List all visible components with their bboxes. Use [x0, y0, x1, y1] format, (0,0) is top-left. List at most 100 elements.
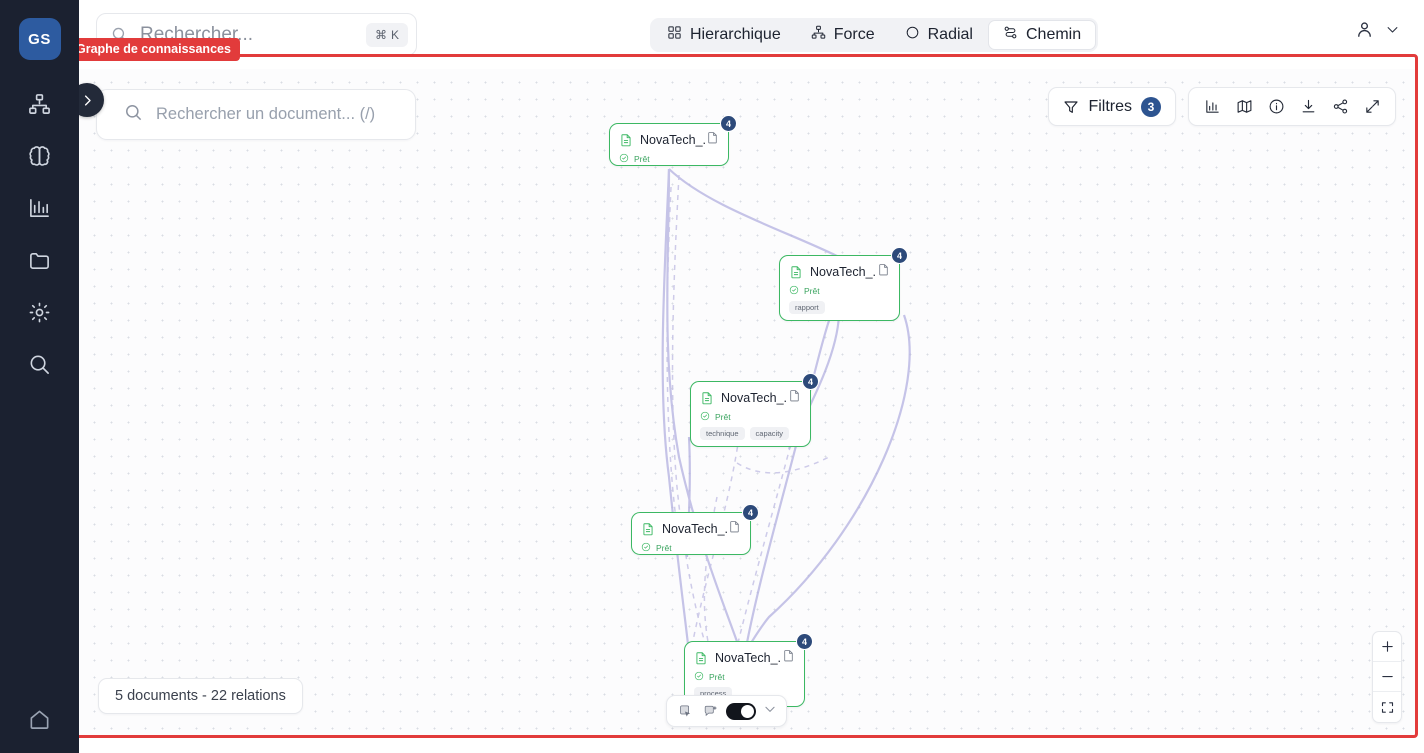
node-header: NovaTech_... [685, 642, 804, 669]
node-status: Prêt [632, 540, 750, 554]
circle-icon [905, 25, 920, 45]
node-relation-count-badge: 4 [802, 373, 819, 390]
node-status: Prêt [610, 151, 728, 165]
document-type-icon [728, 520, 741, 538]
expand-icon[interactable] [1359, 94, 1385, 120]
check-circle-icon [641, 542, 651, 554]
node-relation-count-badge: 4 [742, 504, 759, 521]
node-status-label: Prêt [709, 672, 725, 682]
node-status-label: Prêt [634, 154, 650, 164]
node-relation-count-badge: 4 [796, 633, 813, 650]
filters-count-badge: 3 [1141, 96, 1161, 117]
tab-chemin[interactable]: Chemin [987, 20, 1097, 50]
zoom-controls [1372, 631, 1402, 723]
sidebar-item-brain[interactable] [20, 138, 60, 174]
search-shortcut-badge: ⌘K [365, 22, 408, 47]
graph-edges [661, 168, 911, 656]
highlight-tooltip: Graphe de connaissances [67, 38, 240, 61]
document-icon [694, 651, 708, 665]
node-tag: rapport [789, 301, 825, 314]
node-title: NovaTech_... [640, 133, 706, 147]
document-search-input[interactable]: Rechercher un document... (/) [96, 89, 416, 140]
sidebar-item-search[interactable] [20, 346, 60, 382]
check-circle-icon [619, 153, 629, 165]
document-type-icon [782, 649, 795, 667]
document-icon [641, 522, 655, 536]
zoom-out-button[interactable] [1373, 662, 1401, 692]
node-title: NovaTech_... [810, 265, 877, 279]
share-icon[interactable] [1327, 94, 1353, 120]
download-icon[interactable] [1295, 94, 1321, 120]
tab-force[interactable]: Force [796, 20, 890, 50]
filters-label: Filtres [1088, 97, 1132, 115]
force-icon [811, 25, 826, 45]
tab-hierarchique-label: Hierarchique [690, 26, 781, 43]
sidebar-item-home[interactable] [20, 701, 60, 737]
search-icon [124, 103, 143, 127]
check-circle-icon [789, 285, 799, 297]
select-cursor-icon[interactable] [676, 702, 694, 720]
node-relation-count-badge: 4 [720, 115, 737, 132]
info-icon[interactable] [1263, 94, 1289, 120]
filters-button[interactable]: Filtres 3 [1048, 87, 1176, 126]
bar-chart-icon[interactable] [1199, 94, 1225, 120]
document-type-icon [788, 389, 801, 407]
document-icon [789, 265, 803, 279]
zoom-in-button[interactable] [1373, 632, 1401, 662]
node-status-label: Prêt [715, 412, 731, 422]
shortcut-key: K [390, 27, 399, 42]
graph-toolbar: Filtres 3 [1048, 87, 1396, 126]
node-status-label: Prêt [804, 286, 820, 296]
app-logo[interactable]: GS [18, 18, 61, 60]
node-title: NovaTech_... [662, 522, 728, 536]
document-search-placeholder: Rechercher un document... (/) [156, 105, 376, 123]
canvas-mini-toolbar [666, 695, 787, 727]
sidebar-item-documents[interactable] [20, 242, 60, 278]
node-relation-count-badge: 4 [891, 247, 908, 264]
node-status: Prêt [685, 669, 804, 683]
grid-icon [667, 25, 682, 45]
chevron-down-icon [1385, 22, 1400, 42]
chevron-down-icon[interactable] [763, 702, 777, 721]
graph-tool-icons [1188, 87, 1396, 126]
node-header: NovaTech_... [691, 382, 810, 409]
user-menu[interactable] [1355, 20, 1400, 44]
document-icon [700, 391, 714, 405]
node-header: NovaTech_... [632, 513, 750, 540]
left-rail: GS [0, 0, 79, 753]
tab-force-label: Force [833, 26, 875, 43]
tab-radial[interactable]: Radial [890, 20, 988, 50]
document-type-icon [706, 131, 719, 149]
map-icon[interactable] [1231, 94, 1257, 120]
top-bar: Rechercher... ⌘K Hierarchique Force [79, 0, 1424, 69]
node-header: NovaTech_... [780, 256, 899, 283]
node-status-label: Prêt [656, 543, 672, 553]
check-circle-icon [700, 411, 710, 423]
tab-radial-label: Radial [927, 26, 973, 43]
graph-canvas[interactable]: Rechercher un document... (/) Filtres 3 [69, 57, 1415, 735]
node-tags: rapport [780, 297, 899, 320]
tab-hierarchique[interactable]: Hierarchique [652, 20, 796, 50]
sidebar-item-settings[interactable] [20, 294, 60, 330]
tab-chemin-label: Chemin [1025, 26, 1082, 43]
rail-nav [20, 86, 60, 382]
node-status: Prêt [691, 409, 810, 423]
sidebar-item-hierarchy[interactable] [20, 86, 60, 122]
node-header: NovaTech_... [610, 124, 728, 151]
fit-screen-button[interactable] [1373, 692, 1401, 722]
add-note-icon[interactable] [701, 702, 719, 720]
canvas-mode-toggle[interactable] [726, 702, 756, 720]
shortcut-mod: ⌘ [374, 27, 387, 42]
document-type-icon [877, 263, 890, 281]
node-tag: capacity [749, 427, 790, 440]
document-icon [619, 133, 633, 147]
path-icon [1003, 25, 1018, 45]
sidebar-item-analytics[interactable] [20, 190, 60, 226]
funnel-icon [1064, 100, 1079, 113]
